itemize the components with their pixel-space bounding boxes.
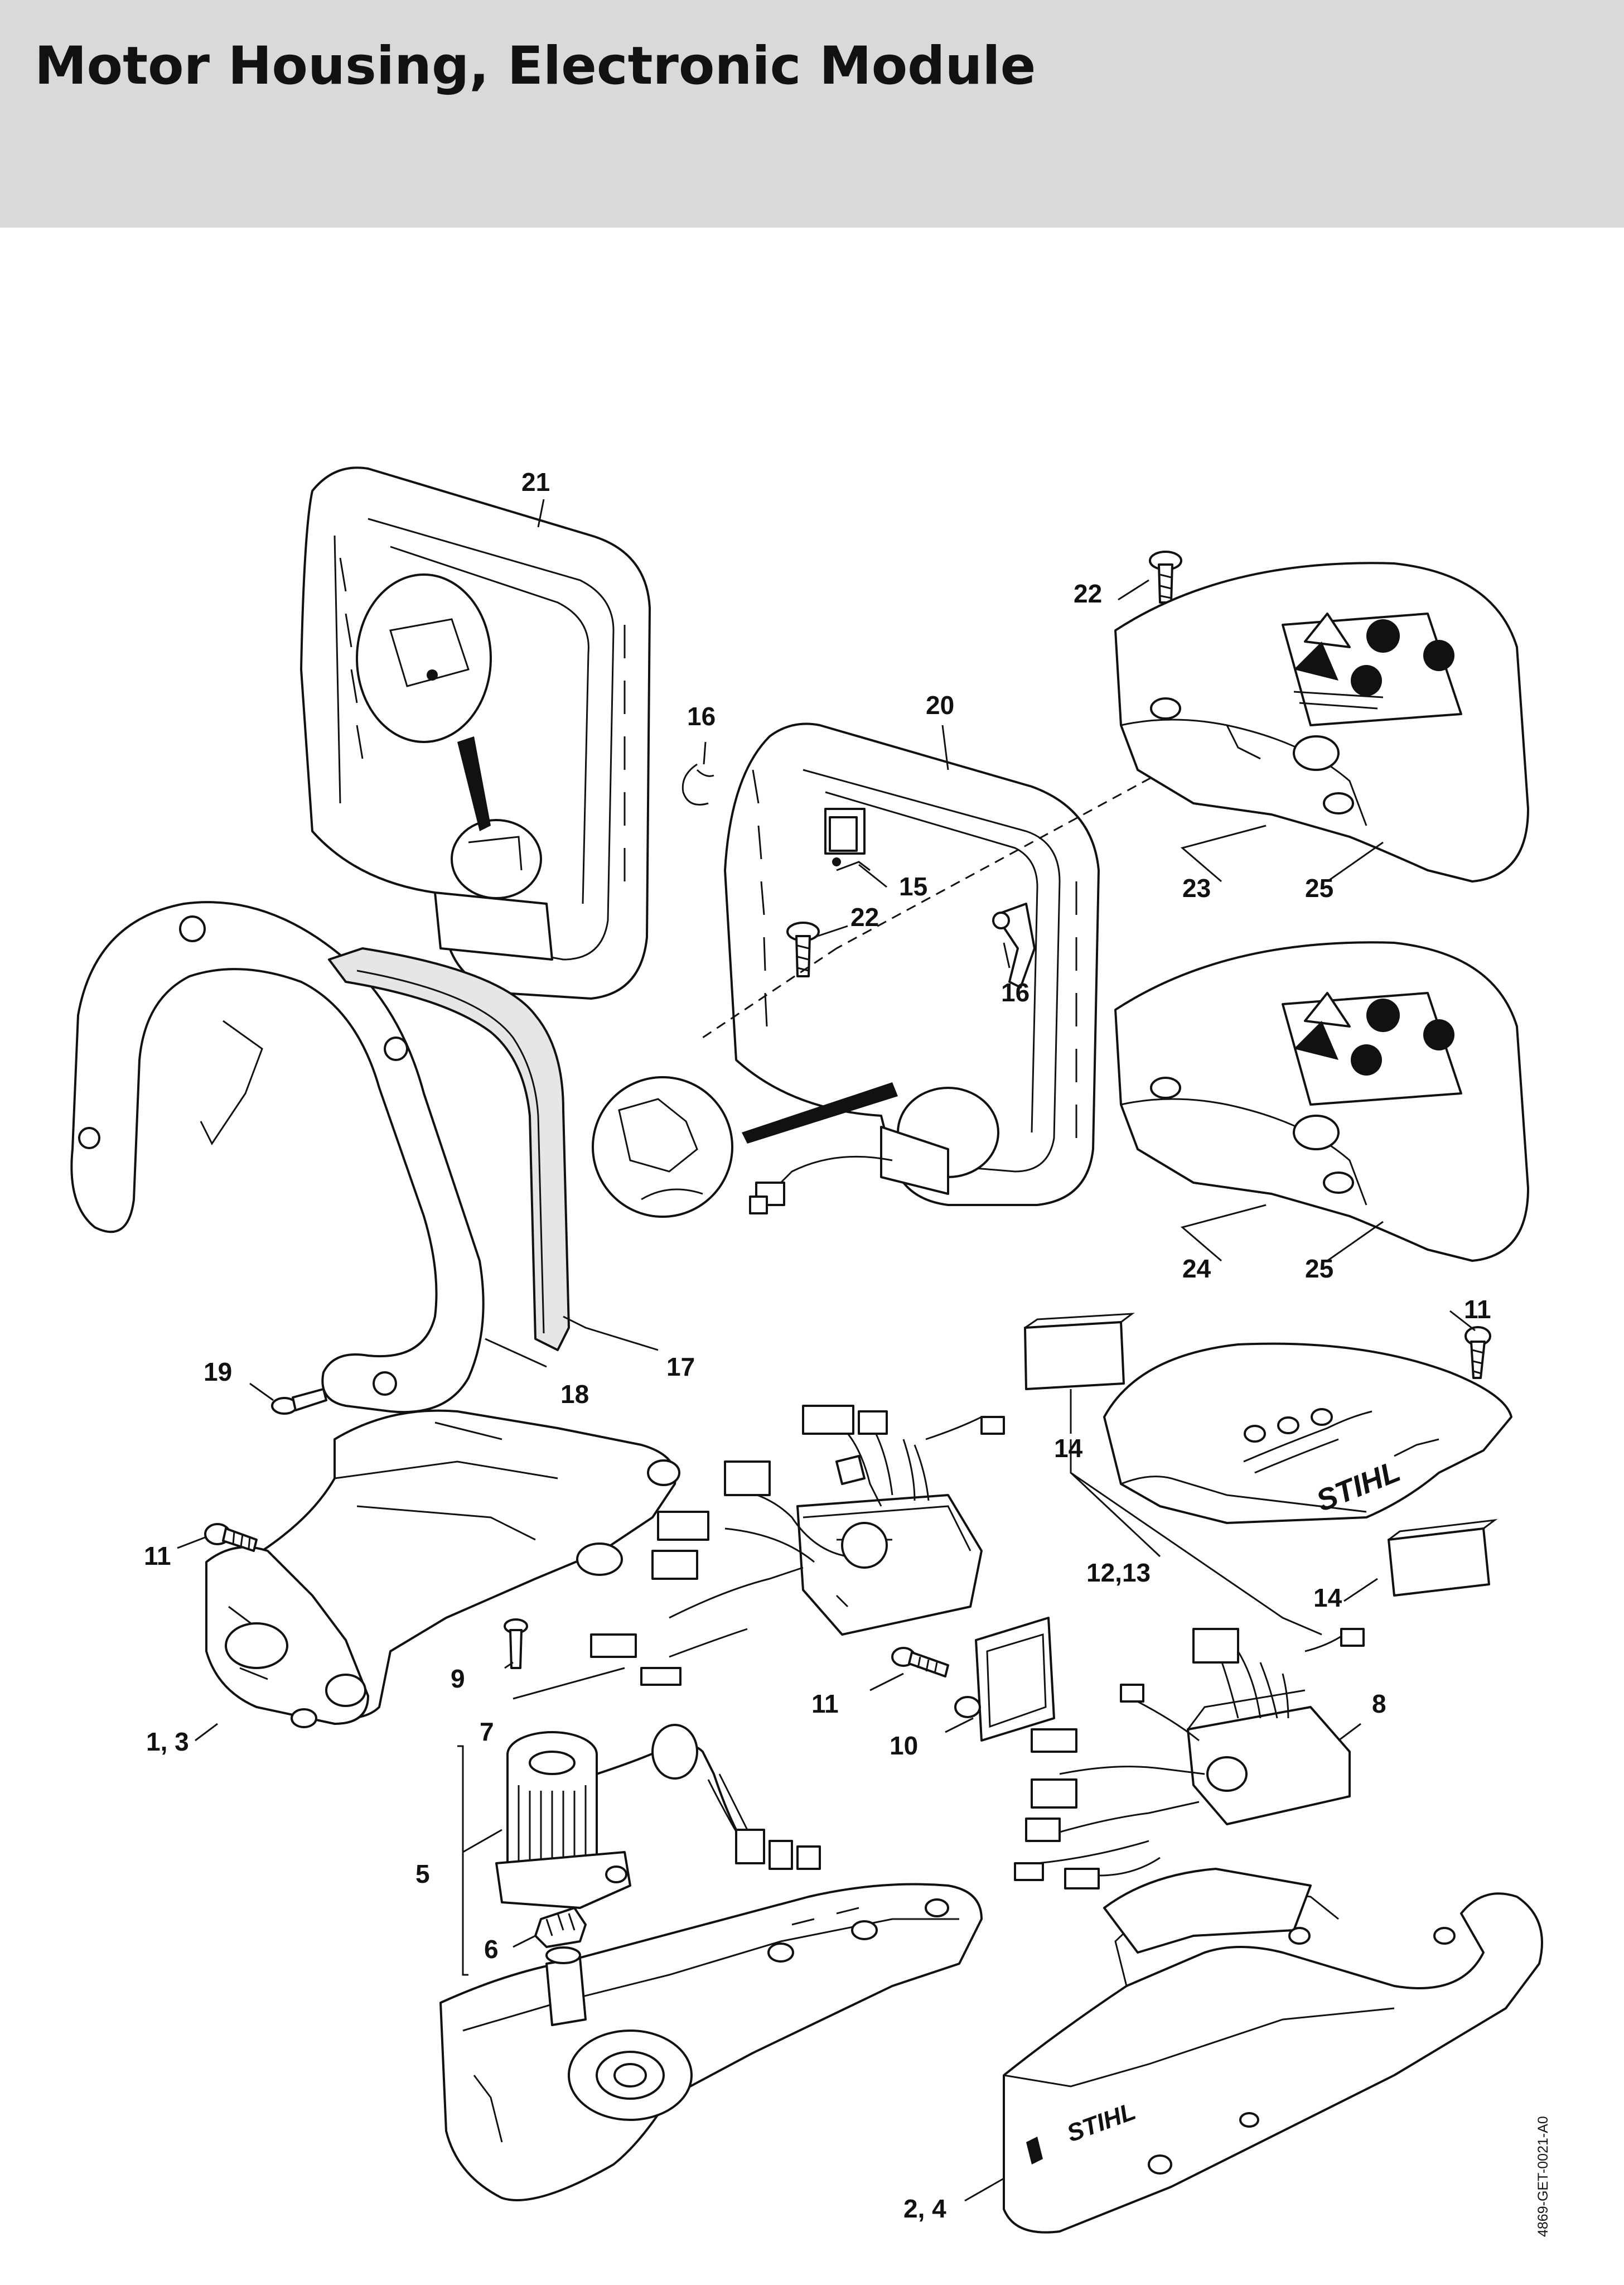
callout-11-right: 11 xyxy=(1464,1295,1491,1324)
part-22-screw-middle xyxy=(786,922,820,977)
callout-11-left: 11 xyxy=(144,1541,171,1570)
part-1-3-housing-half xyxy=(205,1409,680,1728)
part-2-4-gear-housing xyxy=(439,1883,983,2201)
callout-22-top: 22 xyxy=(1074,579,1102,608)
part-25-label-upper xyxy=(1282,613,1462,726)
callout-17: 17 xyxy=(666,1352,695,1381)
part-5-motor xyxy=(495,1724,821,1909)
callout-10: 10 xyxy=(890,1731,918,1760)
part-7-electronic-module xyxy=(590,1405,1005,1686)
part-12-13-top-cover xyxy=(1103,1342,1512,1524)
callout-22-middle: 22 xyxy=(850,903,879,932)
callout-2-4: 2, 4 xyxy=(903,2194,946,2223)
header-band: Motor Housing, Electronic Module xyxy=(0,0,1624,228)
part-8-wire-harness xyxy=(1014,1628,1365,1889)
callout-14-upper: 14 xyxy=(1054,1434,1083,1463)
document-code: 4869-GET-0021-A0 xyxy=(1535,2116,1551,2237)
callout-7: 7 xyxy=(480,1717,494,1746)
part-10-plate xyxy=(954,1617,1055,1742)
callout-8: 8 xyxy=(1372,1689,1386,1718)
callout-14-lower: 14 xyxy=(1313,1583,1342,1612)
callout-25-lower: 25 xyxy=(1305,1254,1333,1283)
callout-25-upper: 25 xyxy=(1305,874,1333,903)
detail-callout-magnifier xyxy=(592,1076,898,1218)
alignment-line-lower xyxy=(702,947,837,1039)
part-14-foam-upper xyxy=(1024,1313,1135,1390)
callout-labels: 21 22 16 20 15 22 16 23 25 24 25 17 18 1… xyxy=(144,467,1491,2223)
frame-wire-connector xyxy=(749,1155,893,1214)
part-14-foam-lower xyxy=(1388,1518,1498,1597)
callout-19: 19 xyxy=(204,1357,232,1386)
part-17-grip-strip xyxy=(328,947,570,1351)
callout-20: 20 xyxy=(926,691,954,720)
callout-5: 5 xyxy=(415,1859,430,1888)
page-title: Motor Housing, Electronic Module xyxy=(35,36,1036,97)
part-25-label-lower xyxy=(1282,992,1462,1106)
alignment-line-upper xyxy=(836,769,1166,949)
part-16-clip-lower xyxy=(992,903,1036,989)
part-9-screw xyxy=(504,1618,528,1669)
part-11-screw-left xyxy=(204,1523,258,1552)
part-11-screw-right xyxy=(1464,1326,1491,1379)
part-18-loop-handle xyxy=(70,901,485,1414)
part-20-handle-frame xyxy=(724,722,1100,1206)
callout-21: 21 xyxy=(521,467,550,496)
part-6-pinion xyxy=(534,1907,587,1948)
callout-6: 6 xyxy=(484,1935,499,1964)
part-19-screw xyxy=(271,1388,327,1415)
callout-11-middle: 11 xyxy=(811,1689,839,1718)
part-21-handle-frame xyxy=(300,466,651,1000)
callout-16-lower: 16 xyxy=(1001,978,1030,1007)
callout-24: 24 xyxy=(1182,1254,1211,1283)
callout-16-top: 16 xyxy=(687,702,716,731)
callout-1-3: 1, 3 xyxy=(146,1727,189,1756)
callout-9: 9 xyxy=(451,1664,465,1693)
part-16-clip-upper xyxy=(682,763,714,806)
part-2-4-housing-half-right xyxy=(1003,1868,1543,2234)
part-15-switch xyxy=(829,816,858,866)
callout-23: 23 xyxy=(1182,874,1211,903)
part-22-screw-top xyxy=(1149,551,1182,604)
leader-lines xyxy=(177,499,1476,2202)
callout-15: 15 xyxy=(899,872,927,901)
callout-18: 18 xyxy=(560,1380,589,1409)
part-11-screw-middle xyxy=(891,1647,949,1677)
callout-12-13: 12,13 xyxy=(1086,1558,1151,1587)
